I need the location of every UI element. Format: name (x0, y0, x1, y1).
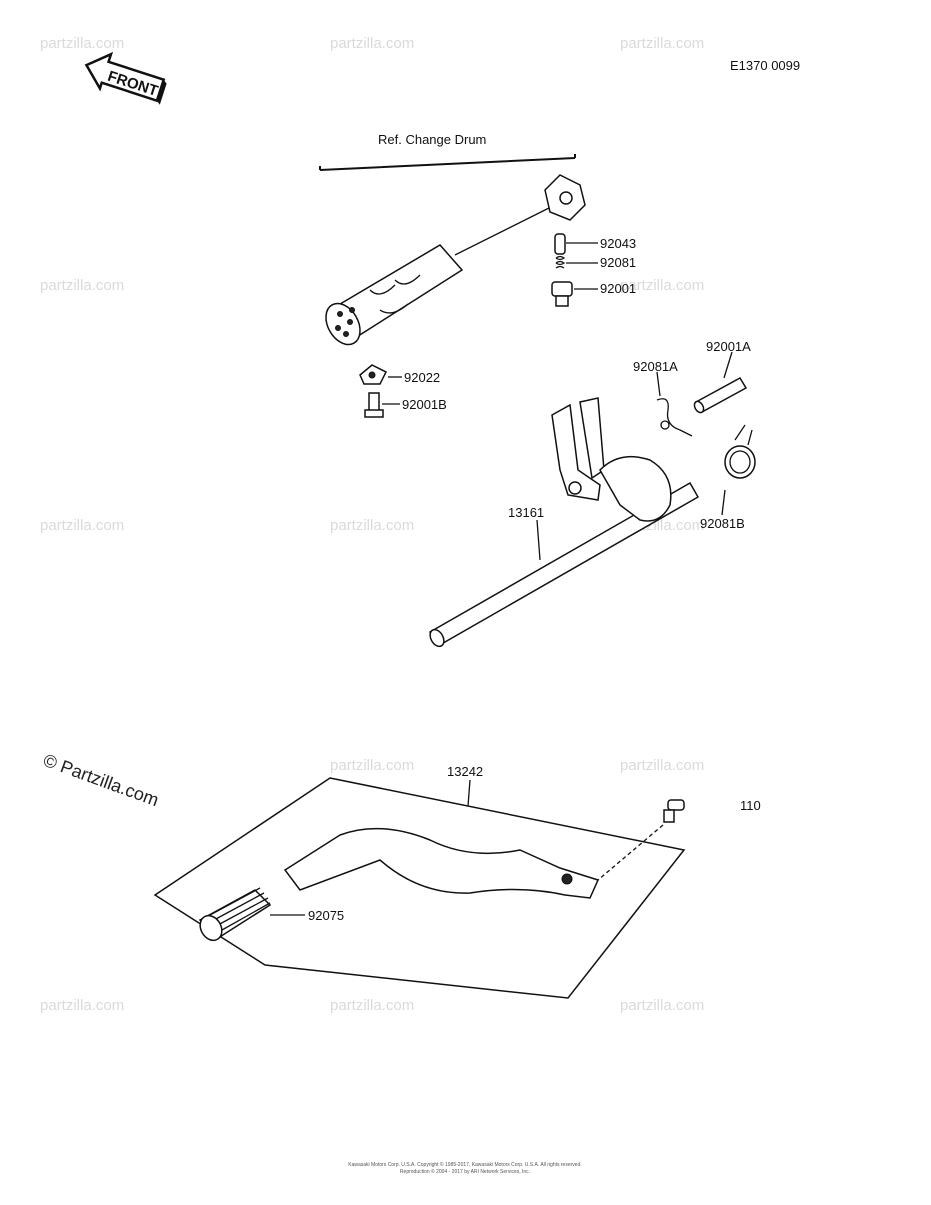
part-spring-a (656, 371, 693, 437)
part-label: 92043 (600, 236, 636, 251)
copyright-text: Kawasaki Motors Corp. U.S.A. Copyright ©… (348, 1161, 582, 1168)
watermark: partzilla.com (330, 997, 414, 1014)
reference-bracket (319, 154, 576, 171)
part-label: 92001B (402, 397, 447, 412)
part-label: 92001 (600, 281, 636, 296)
watermark: partzilla.com (40, 277, 124, 294)
watermark: partzilla.com (330, 757, 414, 774)
watermark: partzilla.com (40, 517, 124, 534)
shift-shaft (428, 397, 700, 648)
watermark: partzilla.com (330, 35, 414, 52)
diagram-code: E1370 0099 (730, 58, 800, 73)
shift-pedal-assembly (153, 777, 686, 999)
watermark: partzilla.com (40, 997, 124, 1014)
part-plug (551, 281, 598, 307)
watermark: partzilla.com (620, 757, 704, 774)
part-stud (693, 351, 748, 414)
part-spring (555, 255, 598, 269)
watermarks: partzilla.com partzilla.com partzilla.co… (40, 35, 704, 1014)
watermark: partzilla.com (40, 35, 124, 52)
change-drum (325, 174, 586, 346)
part-label: 92001A (706, 339, 751, 354)
watermark: partzilla.com (330, 517, 414, 534)
part-spring-b (721, 424, 756, 516)
part-label: 92022 (404, 370, 440, 385)
corner-watermark: © Partzilla.com (41, 750, 162, 810)
front-arrow-icon: FRONT (84, 51, 167, 105)
copyright-text: Reproduction © 2004 - 2017 by ARI Networ… (400, 1168, 530, 1175)
part-pin (554, 233, 598, 255)
part-plate (359, 364, 402, 385)
watermark: partzilla.com (620, 277, 704, 294)
part-label: 13161 (508, 505, 544, 520)
watermark: partzilla.com (620, 997, 704, 1014)
part-label: 92081A (633, 359, 678, 374)
part-label: 13242 (447, 764, 483, 779)
part-label: 92081 (600, 255, 636, 270)
part-label: 92081B (700, 516, 745, 531)
part-label: 110 (740, 798, 761, 813)
part-label: 92075 (308, 908, 344, 923)
watermark: © Partzilla.com (41, 750, 162, 810)
reference-label: Ref. Change Drum (378, 132, 486, 147)
watermark: partzilla.com (620, 35, 704, 52)
part-bolt (364, 392, 400, 418)
